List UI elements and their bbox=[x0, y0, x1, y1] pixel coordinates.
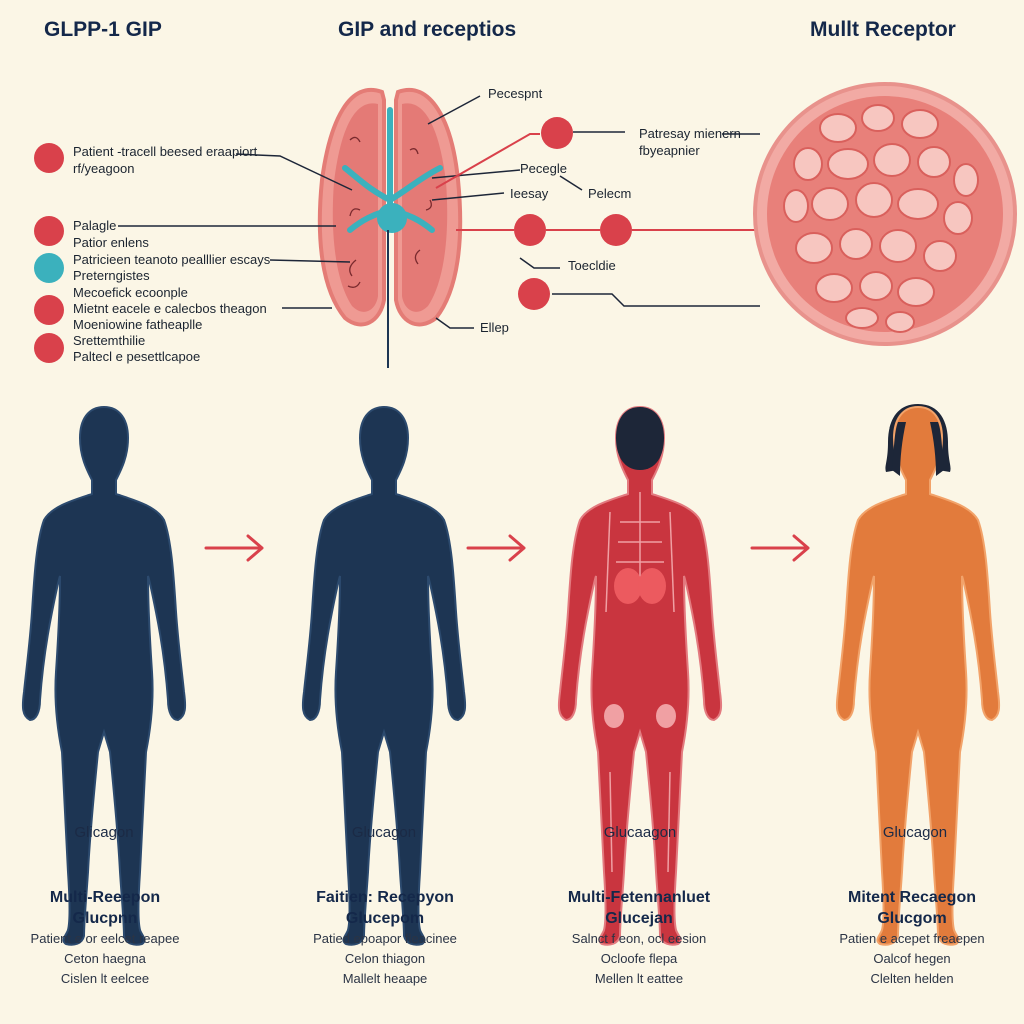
caption-2-sub-2: Celon thiagon bbox=[344, 951, 426, 966]
callout-mid: Pecegle bbox=[520, 161, 567, 176]
figure-label-1: Glicagon bbox=[74, 824, 134, 841]
caption-4-sub-1: Patien e acepet freaepen bbox=[839, 931, 985, 946]
legend-2-line-1: Palagle bbox=[73, 218, 117, 233]
caption-3-head-1: Multi-Fetennanluet bbox=[567, 889, 711, 906]
figure-label-3: Glucaagon bbox=[603, 824, 677, 841]
caption-2-sub-3: Mallelt heaape bbox=[342, 971, 428, 986]
caption-1-head-2: Glucpnn bbox=[72, 910, 138, 927]
legend-1-line-1: Patient -tracell beesed eraapiort bbox=[73, 144, 258, 159]
receptor-node bbox=[377, 203, 407, 233]
legend-5-line-1: Moeniowine fatheaplle bbox=[73, 317, 203, 332]
figure-label-4: Glucagon bbox=[882, 824, 948, 841]
callout-right-top-2: fbyeapnier bbox=[639, 143, 700, 158]
legend-1-line-2: rf/yeagoon bbox=[73, 161, 135, 176]
caption-1-sub-2: Ceton haegna bbox=[64, 951, 146, 966]
caption-3-sub-3: Mellen lt eattee bbox=[594, 971, 684, 986]
title-right: Mullt Receptor bbox=[810, 18, 956, 41]
receptor-dot bbox=[541, 117, 573, 149]
cell-cluster bbox=[753, 82, 1017, 346]
caption-1-sub-1: Patient e or eelcet reapee bbox=[30, 931, 180, 946]
figure-3 bbox=[557, 406, 723, 946]
caption-2-sub-1: Patied epoapor fleacinee bbox=[313, 931, 457, 946]
callout-bottom: Ellep bbox=[480, 320, 509, 335]
legend-4-line-2: Mietnt eacele e calecbos theagon bbox=[73, 301, 267, 316]
callout-mid2: Pelecm bbox=[588, 186, 632, 201]
caption-3-sub-2: Ocloofe flepa bbox=[600, 951, 678, 966]
caption-3-sub-1: Salnct f eon, ocl eesion bbox=[571, 931, 707, 946]
caption-2-head-2: Glucepom bbox=[345, 910, 425, 927]
caption-4-head-1: Mitent Recaegon bbox=[847, 889, 976, 906]
caption-1-head-1: Multi-Reeepon bbox=[49, 889, 161, 906]
caption-4-head-2: Glucgom bbox=[877, 910, 947, 927]
legend-3-line-2: Preterngistes bbox=[73, 268, 150, 283]
title-center: GIP and receptios bbox=[338, 18, 517, 41]
organ-vessels bbox=[347, 136, 432, 288]
figure-2 bbox=[301, 406, 467, 946]
figure-label-2: Glucagon bbox=[351, 824, 417, 841]
callout-right-low: Toecldie bbox=[568, 258, 616, 273]
legend-markers bbox=[34, 143, 64, 363]
caption-2: Faitien: Recepyon Glucepom Patied epoapo… bbox=[275, 887, 495, 989]
caption-1-sub-3: Cislen lt eelcee bbox=[60, 971, 150, 986]
callout-top: Pecespnt bbox=[488, 86, 543, 101]
receptor-dot bbox=[514, 214, 546, 246]
legend-3-line-1: Patricieen teanoto pealllier escays bbox=[73, 252, 271, 267]
caption-1: Multi-Reeepon Glucpnn Patient e or eelce… bbox=[0, 887, 215, 989]
legend-leaders bbox=[118, 153, 353, 309]
legend-5-line-2: Srettemthilie bbox=[73, 333, 146, 348]
legend-2-line-2: Patior enlens bbox=[73, 235, 149, 250]
figure-1 bbox=[21, 406, 187, 946]
receptor-diagram bbox=[34, 82, 1017, 368]
figure-4 bbox=[835, 404, 1001, 946]
legend-4-line-1: Mecoefick ecoonple bbox=[73, 285, 188, 300]
caption-4-sub-2: Oalcof hegen bbox=[873, 951, 951, 966]
caption-4: Mitent Recaegon Glucgom Patien e acepet … bbox=[802, 887, 1022, 989]
receptor-dot bbox=[518, 278, 550, 310]
caption-4-sub-3: Clelten helden bbox=[870, 971, 954, 986]
caption-3-head-2: Glucejan bbox=[605, 910, 673, 927]
caption-2-head-1: Faitien: Recepyon bbox=[316, 889, 454, 906]
receptor-dot bbox=[600, 214, 632, 246]
callout-right-top-1: Patresay mienern bbox=[639, 126, 741, 141]
caption-3: Multi-Fetennanluet Glucejan Salnct f eon… bbox=[529, 887, 749, 989]
legend-5-line-3: Paltecl e pesettlcapoe bbox=[73, 349, 201, 364]
progress-arrows bbox=[204, 534, 810, 562]
title-left: GLPP-1 GIP bbox=[44, 18, 162, 41]
callout-left-mid: Ieesay bbox=[510, 186, 549, 201]
